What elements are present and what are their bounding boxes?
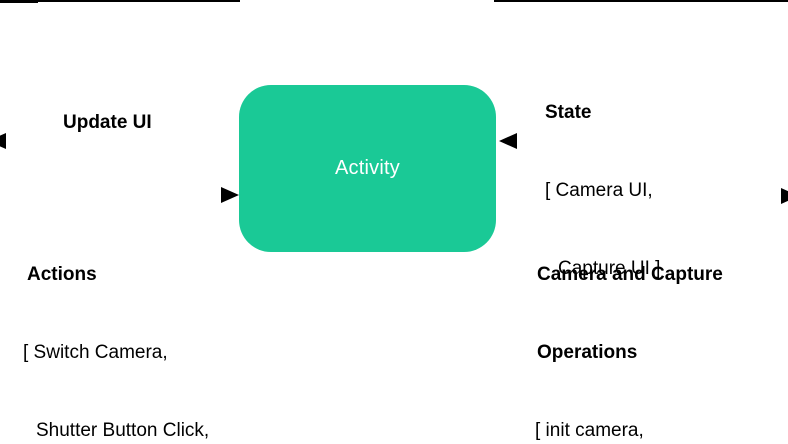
activity-node-label: Activity (335, 157, 400, 179)
update-ui-arrowhead-icon (0, 133, 6, 149)
state-line: Capture UI ] (558, 258, 661, 279)
operations-arrowhead-icon (781, 188, 788, 204)
update-ui-label: Update UI (63, 112, 152, 133)
actions-title: Actions (27, 264, 97, 285)
actions-line: [ Switch Camera, (23, 342, 168, 363)
actions-arrow-line (0, 0, 226, 2)
actions-label-block: Actions [ Switch Camera, Shutter Button … (23, 210, 256, 444)
operations-title-line1: Camera and Capture (537, 264, 723, 285)
state-label-block: State [ Camera UI, Capture UI ] (545, 48, 660, 334)
operations-line: [ init camera, (535, 420, 644, 441)
state-title: State (545, 102, 592, 123)
operations-label-block: Camera and Capture Operations [ init cam… (535, 210, 723, 444)
operations-title-line2: Operations (537, 342, 638, 363)
actions-arrowhead-icon (221, 187, 239, 203)
operations-arrow-line (494, 0, 788, 2)
activity-node: Activity (239, 85, 496, 252)
state-arrowhead-icon (499, 133, 517, 149)
state-line: [ Camera UI, (545, 180, 653, 201)
actions-line: Shutter Button Click, (36, 420, 210, 441)
